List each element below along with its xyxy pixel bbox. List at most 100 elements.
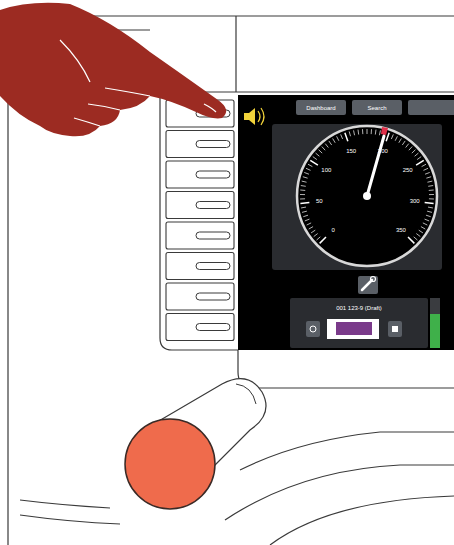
gauge-tick [333,138,336,142]
gauge-tick [428,185,433,187]
gauge-tick [301,207,306,209]
status-icon [388,321,402,337]
gauge-tick [309,227,313,229]
softkey-button [166,283,234,310]
gauge-tick [349,131,350,136]
gauge-tick [416,160,424,165]
gauge-tick [341,134,343,139]
gauge-tick [319,150,323,153]
button-slot [196,263,230,270]
gauge-marker [381,127,388,135]
softkey-button [166,131,234,158]
gauge-tick [391,134,393,139]
gauge-tick [317,237,321,240]
gauge-tick [300,202,309,203]
level-bar [430,298,440,348]
gauge-tick [395,136,397,140]
gauge-tick [419,230,423,233]
gauge-tick [408,237,414,243]
gauge-number: 300 [410,198,420,204]
gauge-number: 0 [331,227,334,233]
gauge-tick [375,130,377,135]
wrench-icon [362,280,372,290]
gauge-tick [428,207,433,209]
gauge-ticks [300,129,434,243]
tab-label: Dashboard [306,105,335,111]
gauge-number: 100 [321,167,331,173]
gauge-tick [300,198,305,199]
gauge-tick [425,219,430,221]
softkey-button [166,314,234,341]
gauge-tick [427,211,432,212]
settings-button [358,276,378,294]
gauge-tick [425,202,434,203]
gauge-tick [379,130,380,135]
softkey-button [166,222,234,249]
rotary-knob [125,419,215,509]
tab-label: Search [367,105,386,111]
gauge-number: 150 [346,148,356,154]
softkey-button [166,192,234,219]
status-panel [290,298,428,348]
button-slot [196,232,230,239]
gauge-tick [421,227,425,229]
softkey-button [166,253,234,280]
gauge-number: 350 [396,227,406,233]
button-slot [196,202,230,209]
status-text: 001 123-9 (Draft) [336,305,382,311]
gauge-tick [414,237,418,240]
gauge-tick [422,164,426,166]
gauge-number: 250 [403,167,413,173]
button-slot [196,293,230,300]
button-slot [196,324,230,331]
gauge-tick [423,223,428,225]
speaker-icon [244,108,264,125]
gauge-tick [416,234,420,237]
gauge-tick [325,144,328,148]
gauge-tick [426,215,431,217]
gauge-tick [337,136,339,140]
gauge-tick [399,138,402,142]
gauge-tick [386,133,389,141]
gauge-tick [303,177,308,178]
gauge-tick [314,234,318,237]
button-slot [196,141,230,148]
gauge-tick [429,194,434,195]
gauge-number: 50 [316,198,323,204]
gauge-number: 200 [378,148,388,154]
gauge-tick [300,194,305,195]
gauge-tick [415,153,419,156]
hand-contours [60,40,216,126]
level-bar-fill [430,314,440,348]
tab-button: Search [352,100,402,115]
gauge-tick [427,181,432,182]
gauge-tick [429,189,434,190]
status-image [336,322,372,335]
gauge-tick [402,141,405,145]
gauge-tick [307,223,312,225]
gauge-tick [308,164,312,166]
gauge-panel [272,124,442,270]
softkey-button [166,161,234,188]
tab-button [408,100,454,115]
gauge-tick [429,198,434,199]
softkey-column [166,100,234,341]
gauge-tick [310,160,318,165]
display-screen [238,95,454,350]
gauge-tick [302,211,307,212]
gauge-tick [345,133,348,141]
button-slot [196,171,230,178]
gauge-tick [406,144,409,148]
gauge-tick [301,185,306,187]
gauge-tick [329,141,332,145]
gauge-tick [306,168,311,170]
pointing-hand [0,3,226,136]
gauge-tick [367,129,368,134]
gauge-tick [425,172,430,174]
gauge-hub [363,192,371,200]
gauge-tick [371,129,372,134]
gauge-tick [304,172,309,174]
gauge-dial [297,126,437,266]
gauge-tick [322,147,325,151]
